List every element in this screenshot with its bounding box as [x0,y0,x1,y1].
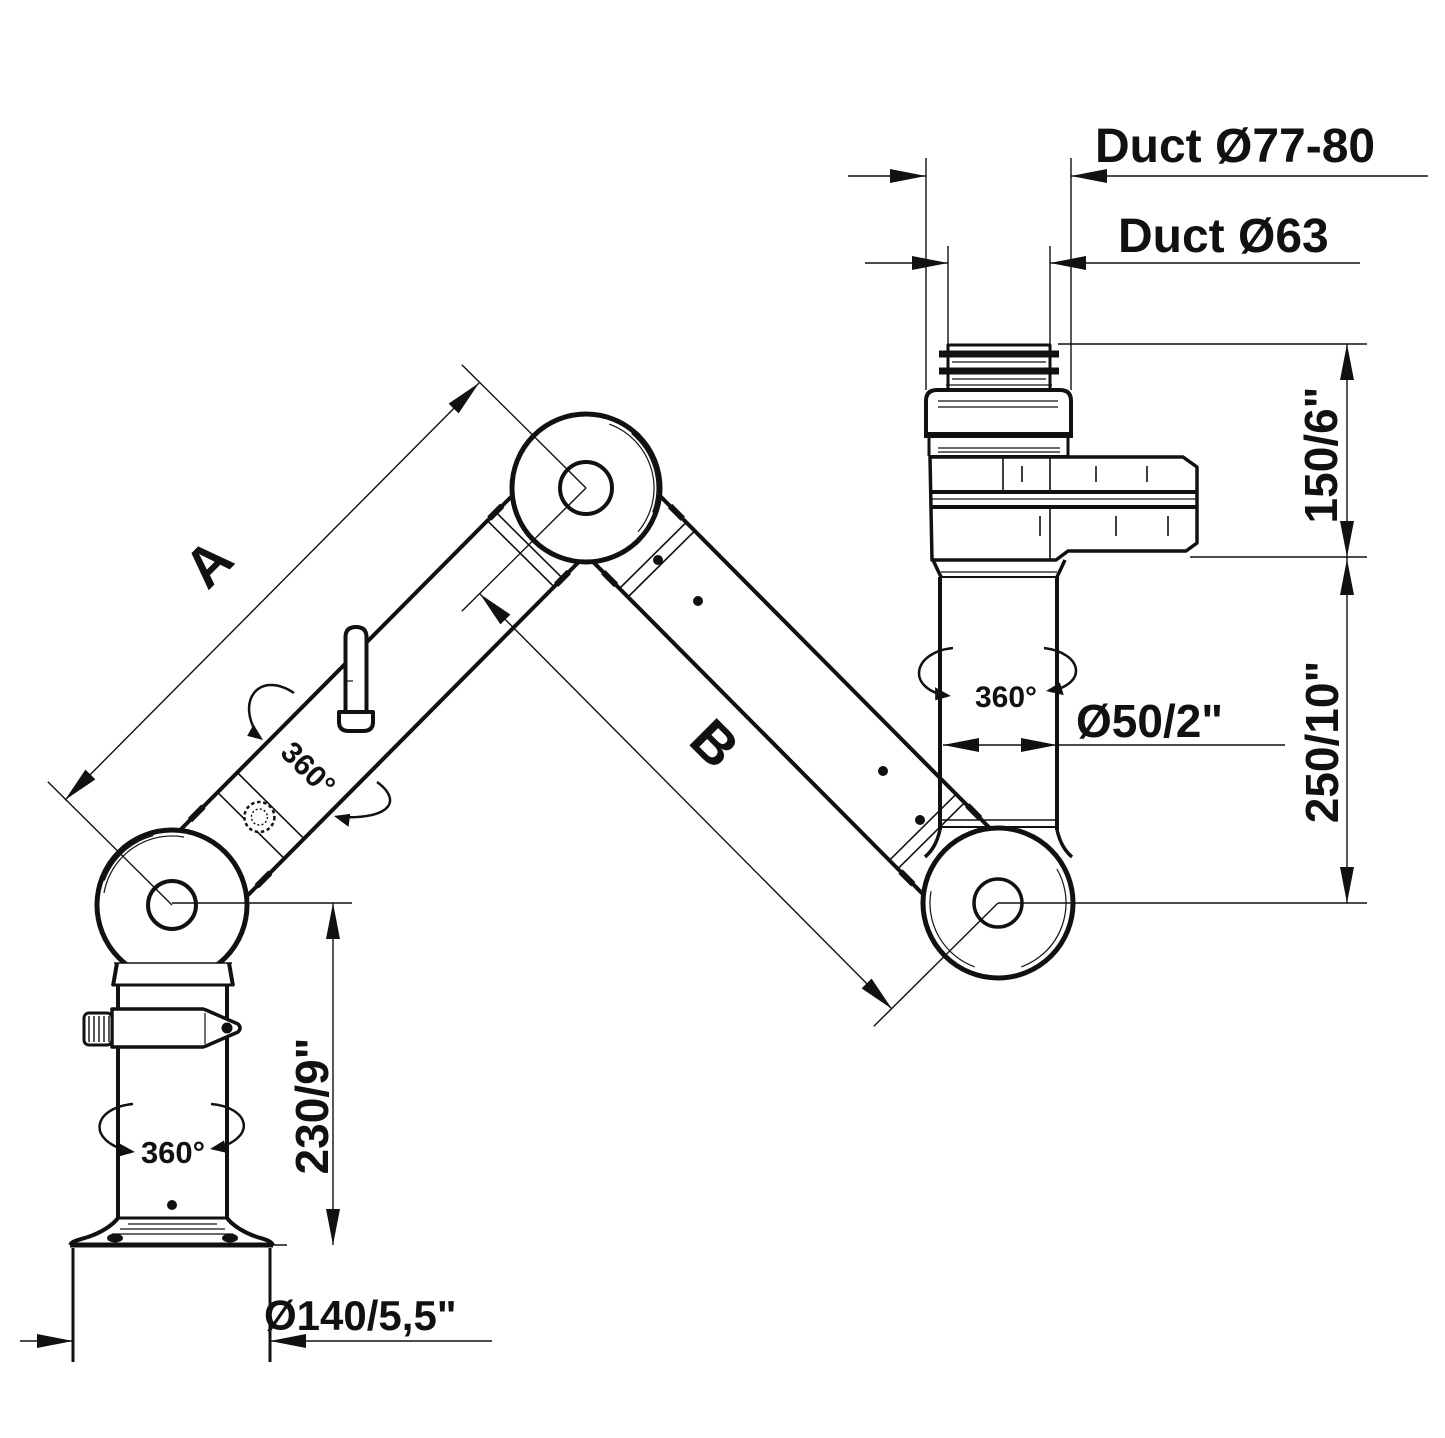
support-column [111,962,235,1218]
duct-collar [924,388,1073,457]
tube-diameter-label: Ø50/2" [1076,695,1223,747]
knurled-knob [243,800,276,834]
column-rivet [167,1200,177,1210]
height-upper-label: 150/6" [1295,387,1347,524]
base-diameter-label: Ø140/5,5" [264,1292,457,1339]
dimension-duct-inner: Duct Ø63 [865,210,1360,345]
height-lower-label: 250/10" [1296,661,1348,824]
dimension-duct-outer: Duct Ø77-80 [848,120,1428,390]
rotation-symbol-base: 360° [98,1102,246,1170]
rotation-arrows-icon [98,1102,246,1157]
joint-shading-arcs [103,423,1067,968]
arm-b-label: B [678,707,751,780]
column-height-label: 230/9" [286,1038,338,1175]
rotation-label-duct: 360° [975,681,1037,714]
rotation-label-base: 360° [141,1135,205,1170]
dimension-column-height: 230/9" [172,902,352,1246]
swivel-flange-bracket [928,455,1199,562]
upper-arm-segment [164,481,594,912]
dimension-height-lower: 250/10" [998,557,1367,904]
arm-rivets [653,555,925,825]
handle-pin [337,625,375,733]
dimension-base-diameter: Ø140/5,5" [20,1292,492,1348]
arm-a-label: A [172,527,245,600]
lever-knurled-grip [82,1011,114,1047]
clamp-lever [82,1007,242,1049]
dimension-tube-diameter: Ø50/2" [943,695,1285,752]
duct-inner-label: Duct Ø63 [1118,210,1329,263]
rotation-arrows-icon [917,646,1078,701]
rotation-symbol-duct: 360° [917,646,1078,714]
ribbed-hose-connector [939,343,1059,390]
duct-connector-assembly [924,343,1199,830]
dimension-height-upper: 150/6" [1058,343,1367,558]
vertical-tube [931,559,1067,830]
mounting-base [68,1216,275,1362]
rotation-arrows-icon [247,683,392,827]
duct-outer-label: Duct Ø77-80 [1095,120,1375,173]
